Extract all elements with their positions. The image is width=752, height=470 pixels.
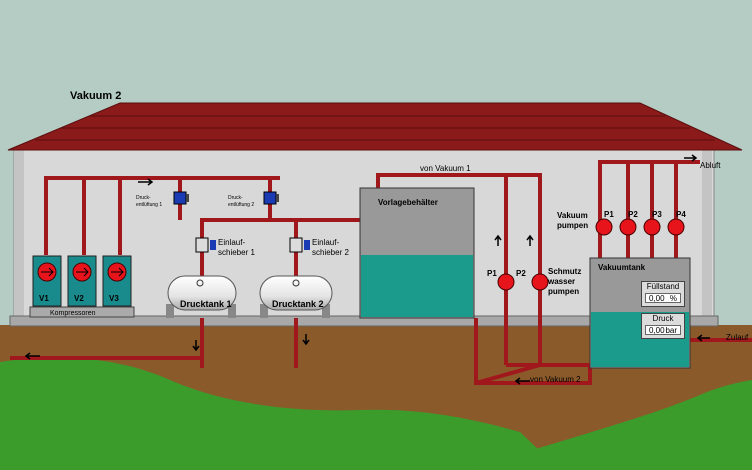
schmutzwasser-line3: pumpen (548, 287, 579, 296)
schmutz-pump-p1-label: P1 (487, 269, 497, 278)
roof (7, 102, 743, 151)
druck-value-field: 0,00 bar (645, 325, 681, 335)
einlaufschieber-2-line2: schieber 2 (312, 248, 349, 257)
label-kompressoren: Kompressoren (50, 310, 96, 317)
druck-value: 0,00 (649, 326, 665, 335)
building-pillar-right (702, 148, 712, 318)
druckentlueftung-2-line1: Druck- (228, 195, 243, 201)
drucktank-1-body (166, 275, 237, 318)
compressor-base (29, 306, 135, 318)
druckentlueftung-2-line2: entlüftung 2 (228, 202, 254, 208)
druck-unit: bar (665, 326, 677, 335)
label-abluft: Abluft (700, 161, 721, 170)
compressor-v3-label: V3 (109, 294, 119, 303)
label-zulauf: Zulauf (726, 333, 749, 342)
schmutz-pump-p2-label: P2 (516, 269, 526, 278)
vakuum-pump-icons[interactable] (595, 218, 685, 236)
label-vakuumtank: Vakuumtank (598, 263, 646, 272)
schmutzwasser-pump-icons[interactable] (497, 273, 549, 291)
flow-arrows (24, 154, 710, 385)
einlaufschieber-1-line2: schieber 1 (218, 248, 255, 257)
druck-display: Druck 0,00 bar (641, 313, 685, 339)
label-einlaufschieber-1: Einlauf- schieber 1 (218, 238, 255, 257)
building-pillar-left (14, 148, 24, 318)
druckentlueftung-1-line2: entlüftung 1 (136, 202, 162, 208)
label-druckentlueftung-2: Druck- entlüftung 2 (228, 195, 254, 208)
label-von-vakuum-2: von Vakuum 2 (530, 375, 581, 384)
label-druckentlueftung-1: Druck- entlüftung 1 (136, 195, 162, 208)
druckentlueftung-1-valve[interactable] (173, 191, 189, 205)
drucktank-2-body (259, 275, 333, 318)
compressor-units (32, 255, 132, 307)
vakuum-pump-p2-label: P2 (628, 210, 638, 219)
grass-right (470, 380, 752, 470)
vakuum-pump-p1-label: P1 (604, 210, 614, 219)
vakuumpumpen-line1: Vakuum (557, 211, 588, 220)
label-drucktank-2: Drucktank 2 (272, 299, 324, 309)
vakuum-pump-p4-label: P4 (676, 210, 686, 219)
label-vakuumpumpen: Vakuum pumpen (557, 211, 590, 230)
schmutzwasser-line2: wasser (547, 277, 575, 286)
fuellstand-display: Füllstand 0,00 % (641, 281, 685, 307)
vakuum-pump-p3-label: P3 (652, 210, 662, 219)
fuellstand-value-field: 0,00 % (645, 293, 681, 303)
label-einlaufschieber-2: Einlauf- schieber 2 (312, 238, 349, 257)
pipes (10, 160, 752, 385)
compressor-v1-label: V1 (39, 294, 49, 303)
fuellstand-unit: % (669, 294, 677, 303)
einlaufschieber-2-valve[interactable] (289, 237, 310, 253)
grass-left (0, 357, 560, 470)
schmutzwasser-line1: Schmutz (548, 267, 581, 276)
einlaufschieber-2-line1: Einlauf- (312, 238, 339, 247)
fuellstand-value: 0,00 (649, 294, 665, 303)
fuellstand-label: Füllstand (646, 282, 680, 291)
label-vorlagebehaelter: Vorlagebehälter (378, 198, 438, 207)
druckentlueftung-2-valve[interactable] (263, 191, 279, 205)
einlaufschieber-1-line1: Einlauf- (218, 238, 245, 247)
label-schmutzwasserpumpen: Schmutz wasser pumpen (547, 267, 584, 296)
vorlagebehaelter-water (361, 255, 473, 317)
einlaufschieber-1-valve[interactable] (195, 237, 216, 253)
druckentlueftung-1-line1: Druck- (136, 195, 151, 201)
label-von-vakuum-1: von Vakuum 1 (420, 164, 471, 173)
druck-label: Druck (652, 314, 674, 323)
label-drucktank-1: Drucktank 1 (180, 299, 232, 309)
page-title: Vakuum 2 (70, 90, 121, 102)
vakuumpumpen-line2: pumpen (557, 221, 588, 230)
compressor-v2-label: V2 (74, 294, 84, 303)
